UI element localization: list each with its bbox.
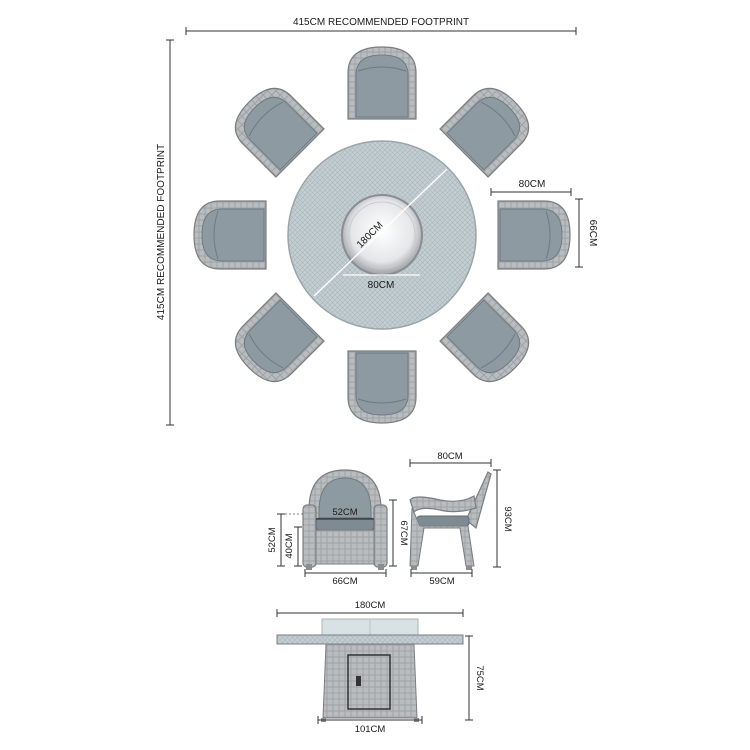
- fire-burner: [341, 194, 423, 276]
- chair-side-depth-label: 80CM: [437, 451, 462, 462]
- footprint-width-dimension: 415CM RECOMMENDED FOOTPRINT: [185, 17, 577, 35]
- top-view-chair: [234, 292, 325, 383]
- top-chair-width-dimension: 80CM: [490, 179, 572, 196]
- table-height-label: 75CM: [474, 665, 485, 690]
- top-chair-depth-label: 66CM: [587, 220, 598, 247]
- footprint-depth-dimension: 415CM RECOMMENDED FOOTPRINT: [156, 39, 174, 426]
- burner-width-label: 80CM: [368, 280, 395, 291]
- top-view-chair: [347, 350, 417, 424]
- top-view-chair: [193, 200, 267, 270]
- chair-side-height-label: 93CM: [502, 506, 513, 531]
- chair-side-seat-depth-label: 59CM: [429, 576, 454, 587]
- top-view-chair: [439, 87, 530, 178]
- table-base-width-label: 101CM: [355, 724, 386, 735]
- chair-seat-width-label: 52CM: [332, 507, 357, 518]
- footprint-width-label: 415CM RECOMMENDED FOOTPRINT: [293, 17, 469, 28]
- footprint-depth-label: 415CM RECOMMENDED FOOTPRINT: [156, 144, 167, 320]
- top-chair-width-label: 80CM: [519, 179, 546, 190]
- chair-arm-gap-label: 40CM: [284, 533, 295, 558]
- top-view-chair: [347, 46, 417, 120]
- chair-front-view: 52CM 67CM 52CM 40CM 66CM: [267, 469, 409, 587]
- top-view-chair: [439, 292, 530, 383]
- chair-side-view: 80CM 93CM 59CM: [409, 451, 513, 587]
- top-view-chair: [497, 200, 571, 270]
- top-view-chair: [234, 87, 325, 178]
- top-view-chairs: [193, 46, 571, 424]
- chair-overall-width-label: 66CM: [332, 576, 357, 587]
- chair-seat-height-label: 52CM: [267, 527, 278, 552]
- table-side-view: 180CM 101CM 75CM: [276, 600, 485, 735]
- top-chair-depth-dimension: 66CM: [575, 198, 598, 268]
- table-diameter-line: [313, 168, 448, 297]
- chair-back-height-label: 67CM: [398, 520, 409, 545]
- top-view-table: 180CM 80CM: [287, 140, 477, 330]
- gas-compartment-door: [347, 654, 391, 710]
- table-top-width-label: 180CM: [355, 600, 386, 611]
